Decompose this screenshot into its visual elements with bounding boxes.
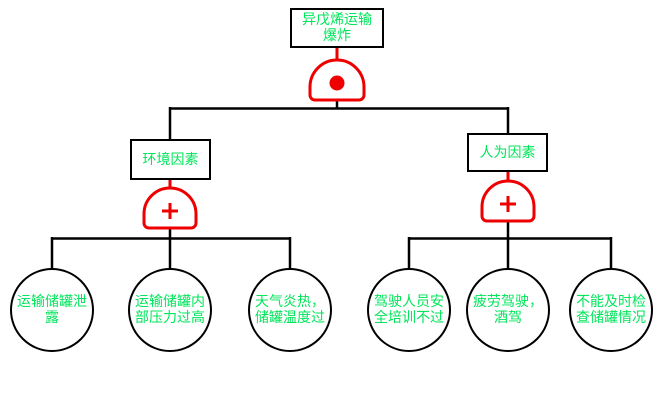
- basic-event-node: 不能及时检查储罐情况: [569, 268, 653, 352]
- gate-stubs: [168, 47, 510, 190]
- basic-event-node: 运输储罐泄露: [10, 268, 94, 352]
- basic-event-node: 天气炎热，储罐温度过: [248, 268, 332, 352]
- basic-event-node: 运输储罐内部压力过高: [128, 268, 212, 352]
- connector-lines: [50, 98, 613, 269]
- or-gate-icon-right: [480, 179, 536, 223]
- basic-event-label: 天气炎热，储罐温度过: [255, 294, 325, 326]
- branch-label-environment: 环境因素: [142, 151, 199, 168]
- basic-event-label: 不能及时检查储罐情况: [576, 294, 646, 326]
- basic-event-node: 驾驶人员安全培训不过: [367, 268, 451, 352]
- top-event-node: 异戊烯运输爆炸: [290, 8, 384, 48]
- top-event-label: 异戊烯运输爆炸: [302, 12, 372, 44]
- or-gate-icon-left: [142, 186, 198, 230]
- basic-event-label: 驾驶人员安全培训不过: [374, 294, 444, 326]
- basic-event-label: 运输储罐泄露: [17, 294, 87, 326]
- basic-event-label: 运输储罐内部压力过高: [135, 294, 205, 326]
- basic-event-node: 疲劳驾驶，酒驾: [466, 268, 550, 352]
- branch-node-human: 人为因素: [467, 133, 548, 172]
- branch-label-human: 人为因素: [479, 144, 536, 161]
- and-gate-icon: [308, 58, 366, 102]
- branch-node-environment: 环境因素: [130, 139, 211, 180]
- basic-event-label: 疲劳驾驶，酒驾: [473, 294, 543, 326]
